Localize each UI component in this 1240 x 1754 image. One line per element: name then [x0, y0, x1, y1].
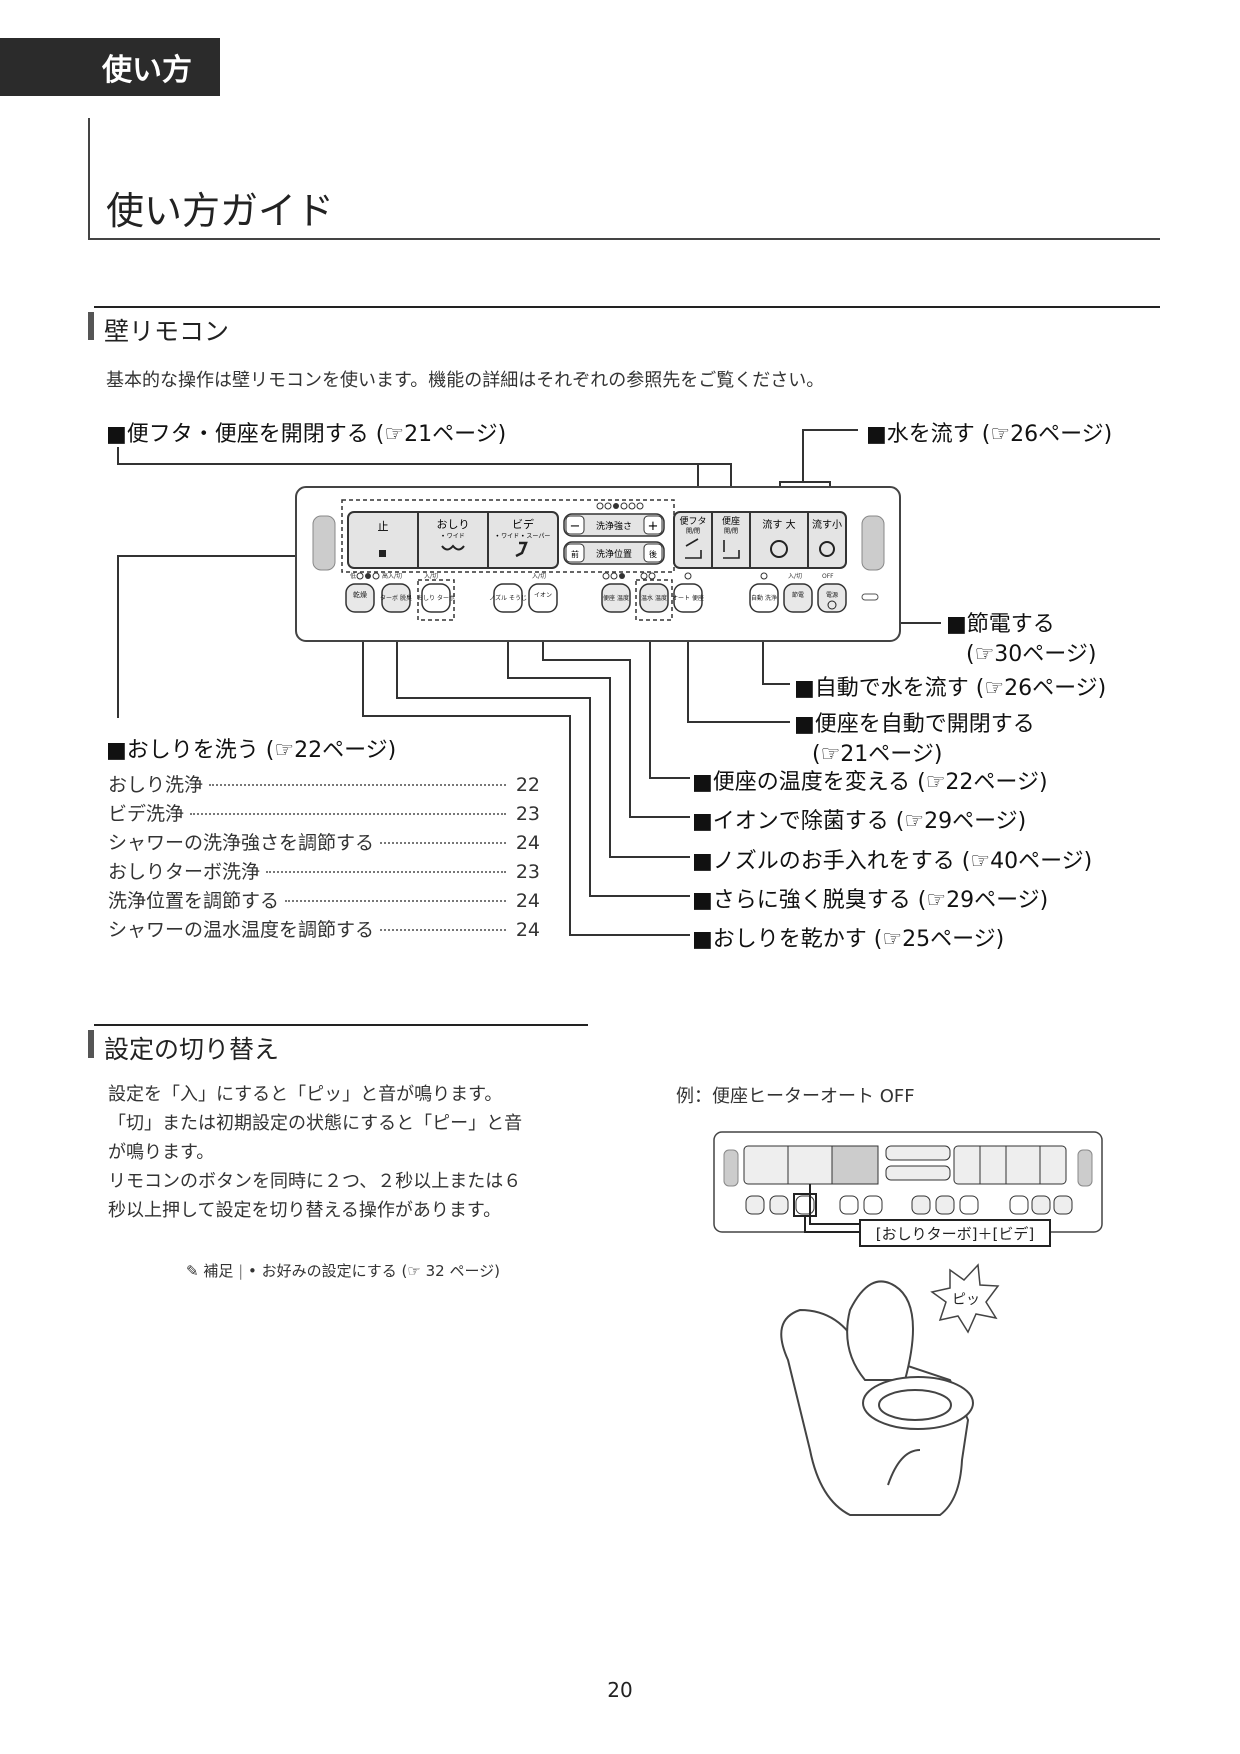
beep-label: ピッ — [952, 1292, 980, 1308]
auto-lid-label: オート 便座 — [672, 594, 704, 602]
remote-oshiri-label: おしり — [437, 518, 470, 531]
power-label: 電源 — [826, 591, 838, 599]
lid-sub: 開/閉 — [686, 528, 700, 535]
label-autolid-page: (☞21ページ) — [812, 742, 943, 767]
remote-diagram: 止 おしり • ワイド ビデ • ワイド • スーパー − + 洗浄強さ 前 後… — [117, 429, 941, 936]
seat-temp-button[interactable] — [601, 583, 631, 613]
combo-label: [おしりターボ]＋[ビデ] — [876, 1225, 1034, 1243]
ind-high: 高 — [382, 572, 388, 580]
oshiri-turbo-button[interactable] — [421, 583, 451, 613]
note: ✎ 補足 | • お好みの設定にする (☞ 32 ページ) — [186, 1262, 500, 1280]
label-ion: ■イオンで除菌する (☞29ページ) — [692, 809, 1027, 834]
auto-flush-label: 自動 洗浄 — [751, 594, 777, 602]
flush-big-label: 流す 大 — [762, 518, 795, 531]
position-back: 後 — [649, 549, 657, 559]
note-label: 補足 — [203, 1262, 234, 1280]
power-button[interactable] — [817, 583, 847, 613]
page-number: 20 — [607, 1678, 633, 1702]
strength-minus: − — [570, 519, 581, 534]
auto-lid-button[interactable] — [673, 583, 703, 613]
intro-text: 基本的な操作は壁リモコンを使います。機能の詳細はそれぞれの参照先をご覧ください。 — [106, 370, 825, 391]
strength-label: 洗浄強さ — [596, 520, 632, 532]
bide-wash-icon — [515, 541, 528, 558]
ind-off: OFF — [822, 573, 834, 580]
toilet-illustration — [780, 1280, 974, 1516]
power-icon — [827, 600, 837, 610]
remote-oshiri-sub: • ワイド — [441, 533, 464, 540]
label-seat-temp: ■便座の温度を変える (☞22ページ) — [692, 770, 1048, 795]
beep-burst: ピッ — [930, 1263, 1000, 1334]
turbo-deodor-button[interactable] — [381, 583, 411, 613]
nozzle-label: ノズル そうじ — [489, 594, 527, 602]
settings-paragraph: 設定を「入」にすると「ピッ」と音が鳴ります。 「切」または初期設定の状態にすると… — [108, 1084, 523, 1221]
label-lid: ■便フタ・便座を開閉する (☞21ページ) — [106, 422, 507, 447]
ind-low: 低 — [350, 572, 356, 580]
ind-onoff-3: 入/切 — [532, 573, 546, 580]
page-title: 使い方ガイド — [106, 189, 335, 233]
section-heading-remote: 壁リモコン — [88, 306, 1160, 346]
label-deodor: ■さらに強く脱臭する (☞29ページ) — [692, 888, 1049, 913]
remote-stop-label: 止 — [378, 520, 389, 533]
label-dry: ■おしりを乾かす (☞25ページ) — [692, 927, 1005, 952]
note-text: • お好みの設定にする (☞ 32 ページ) — [247, 1262, 500, 1280]
lid-label: 便フタ — [679, 515, 706, 527]
flush-small-label: 流す小 — [812, 518, 842, 531]
stop-square-icon — [379, 550, 386, 557]
ion-label: イオン — [534, 592, 552, 599]
section-heading-settings: 設定の切り替え — [88, 1024, 588, 1064]
section-heading-settings-text: 設定の切り替え — [104, 1035, 280, 1064]
dry-label: 乾燥 — [353, 590, 367, 599]
flush-small-icon — [819, 541, 835, 557]
oshiri-turbo-label: おしり ターボ — [417, 594, 455, 602]
auto-flush-button[interactable] — [749, 583, 779, 613]
ind-onoff-4: 入/切 — [788, 573, 802, 580]
label-autoflush: ■自動で水を流す (☞26ページ) — [794, 676, 1107, 701]
seat-sub: 開/閉 — [724, 528, 738, 535]
remote-bide-sub: • ワイド • スーパー — [496, 533, 551, 540]
ion-button[interactable] — [528, 583, 558, 613]
label-nozzle: ■ノズルのお手入れをする (☞40ページ) — [692, 849, 1093, 874]
oshiri-wash-icon — [441, 544, 465, 551]
eco-label: 節電 — [792, 591, 804, 599]
ind-onoff-1: 入/切 — [388, 573, 402, 580]
nozzle-button[interactable] — [493, 583, 523, 613]
pencil-icon: ✎ — [186, 1262, 199, 1280]
label-eco: ■節電する — [946, 612, 1055, 637]
water-temp-label: 温水 温度 — [641, 594, 667, 602]
dry-button[interactable] — [345, 583, 375, 613]
section-tab: 使い方 — [0, 38, 220, 96]
ind-onoff-2: 入/切 — [424, 573, 438, 580]
seat-icon — [723, 540, 740, 559]
strength-plus: + — [648, 519, 659, 534]
position-label: 洗浄位置 — [596, 548, 632, 560]
seat-temp-label: 便座 温度 — [603, 594, 629, 602]
example-illustration: [おしりターボ]＋[ビデ] ピッ — [713, 1131, 1103, 1516]
title-block: 使い方ガイド — [88, 118, 1160, 240]
example-label: 例：便座ヒーターオート OFF — [676, 1086, 915, 1107]
section-heading-remote-text: 壁リモコン — [104, 317, 230, 346]
label-autolid: ■便座を自動で開閉する — [794, 712, 1035, 737]
turbo-deodor-label: ターボ 脱臭 — [380, 594, 412, 602]
eco-button[interactable] — [783, 583, 813, 613]
water-temp-button[interactable] — [639, 583, 669, 613]
flush-big-icon — [770, 540, 788, 558]
sensor-window — [861, 593, 879, 601]
seat-label: 便座 — [722, 515, 740, 527]
lid-icon — [685, 538, 702, 559]
label-flush: ■水を流す (☞26ページ) — [866, 422, 1113, 447]
label-wash: ■おしりを洗う (☞22ページ) — [106, 738, 397, 763]
remote-bide-label: ビデ — [512, 517, 534, 531]
position-front: 前 — [571, 549, 579, 559]
label-eco-page: (☞30ページ) — [966, 642, 1097, 667]
